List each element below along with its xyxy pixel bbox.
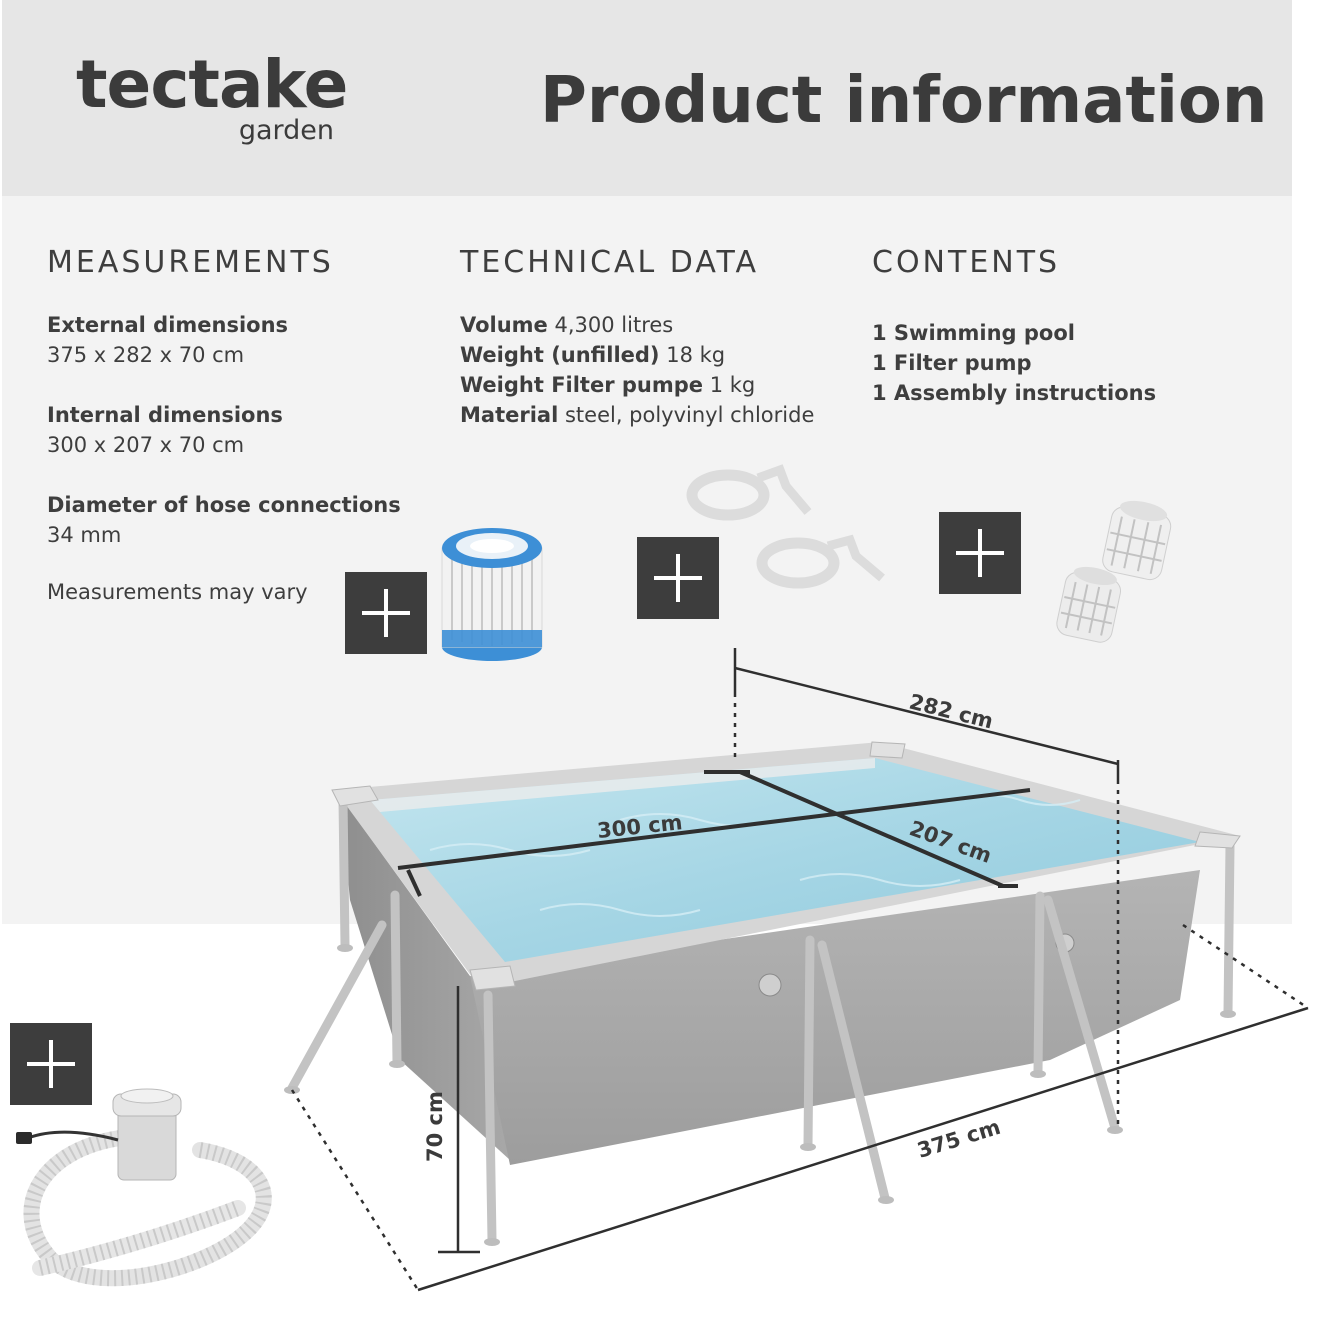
filter-cartridge-icon bbox=[441, 528, 543, 661]
tech-label: Material bbox=[460, 403, 559, 427]
filter-pump-icon bbox=[16, 1088, 272, 1287]
tech-value: 4,300 litres bbox=[554, 313, 674, 337]
spec-value: 300 x 207 x 70 cm bbox=[47, 433, 245, 457]
contents-item: 1 Filter pump bbox=[872, 351, 1032, 375]
contents-item: 1 Swimming pool bbox=[872, 321, 1075, 345]
spec-label: Diameter of hose connections bbox=[47, 493, 401, 517]
plus-icon bbox=[939, 512, 1021, 594]
brand-sub: garden bbox=[238, 115, 334, 146]
contents-list: 1 Swimming pool 1 Filter pump 1 Assembly… bbox=[872, 318, 1292, 408]
brand-name: tectake bbox=[76, 46, 348, 123]
page-title: Product information bbox=[540, 64, 1268, 138]
dim-label-depth: 282 cm bbox=[907, 690, 996, 734]
measurements-note: Measurements may vary bbox=[47, 580, 308, 604]
tech-row: Weight (unfilled) 18 kg bbox=[460, 340, 860, 370]
tech-label: Weight (unfilled) bbox=[460, 343, 660, 367]
tech-value: 1 kg bbox=[709, 373, 756, 397]
spec-value: 375 x 282 x 70 cm bbox=[47, 343, 245, 367]
tech-row: Material steel, polyvinyl chloride bbox=[460, 400, 860, 430]
tech-row: Weight Filter pumpe 1 kg bbox=[460, 370, 860, 400]
tech-value: 18 kg bbox=[666, 343, 726, 367]
plus-icon bbox=[637, 537, 719, 619]
hose-clamps-icon bbox=[686, 464, 885, 589]
contents-item: 1 Assembly instructions bbox=[872, 381, 1157, 405]
plus-icon bbox=[10, 1023, 92, 1105]
measurements-list: External dimensions 375 x 282 x 70 cm In… bbox=[47, 310, 437, 580]
tech-value: steel, polyvinyl chloride bbox=[564, 403, 815, 427]
spec-label: Internal dimensions bbox=[47, 403, 283, 427]
measurements-heading: MEASUREMENTS bbox=[47, 245, 334, 280]
contents-heading: CONTENTS bbox=[872, 245, 1061, 280]
spec-value: 34 mm bbox=[47, 523, 122, 547]
brand-logo: tectake garden bbox=[76, 52, 348, 152]
dim-label-height: 70 cm bbox=[423, 1091, 447, 1162]
spec-label: External dimensions bbox=[47, 313, 289, 337]
pool-body bbox=[284, 741, 1241, 1246]
technical-data-list: Volume 4,300 litres Weight (unfilled) 18… bbox=[460, 310, 860, 430]
dimension-lines bbox=[290, 648, 1309, 1292]
tech-row: Volume 4,300 litres bbox=[460, 310, 860, 340]
plus-icon bbox=[345, 572, 427, 654]
tech-label: Volume bbox=[460, 313, 548, 337]
tech-label: Weight Filter pumpe bbox=[460, 373, 704, 397]
dim-label-length: 375 cm bbox=[914, 1115, 1003, 1163]
strainer-icon bbox=[1056, 500, 1172, 643]
technical-data-heading: TECHNICAL DATA bbox=[460, 245, 760, 280]
header-band bbox=[2, 0, 1292, 196]
